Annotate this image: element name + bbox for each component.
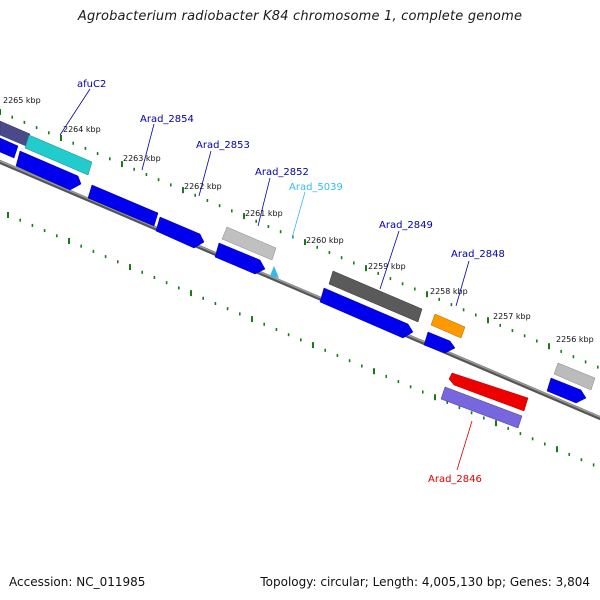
gene-label-Arad_2853[interactable]: Arad_2853	[196, 140, 250, 151]
gene-label-Arad_2849[interactable]: Arad_2849	[379, 220, 433, 231]
gene-labels: afuC2 Arad_2854 Arad_2853 Arad_2852 Arad…	[77, 79, 505, 485]
tick-label: 2263 kbp	[123, 154, 161, 163]
backbone	[0, 160, 600, 420]
cds-arrow-small[interactable]	[270, 266, 279, 278]
gene-Arad_2848[interactable]	[430, 313, 466, 339]
cds-arrow[interactable]	[214, 242, 266, 275]
cds-arrow[interactable]	[423, 331, 456, 354]
gene-Arad_2852[interactable]	[221, 226, 277, 261]
cds-arrow[interactable]	[0, 137, 19, 159]
map-title: Agrobacterium radiobacter K84 chromosome…	[77, 9, 523, 24]
tick-label: 2262 kbp	[184, 182, 222, 191]
tick-label: 2257 kbp	[493, 312, 531, 321]
tick-label: 2258 kbp	[430, 287, 468, 296]
cds-arrow[interactable]	[87, 184, 159, 227]
gene-Arad_2849[interactable]	[328, 270, 423, 323]
outer-tick-track	[0, 109, 599, 369]
tick-labels: 2265 kbp 2264 kbp 2263 kbp 2262 kbp 2261…	[3, 96, 594, 344]
gene-afuC2[interactable]	[24, 134, 93, 176]
cds-arrow[interactable]	[319, 287, 414, 339]
gene-label-Arad_2852[interactable]: Arad_2852	[255, 167, 309, 178]
cds-arrow[interactable]	[15, 150, 82, 191]
gene-label-Arad_5039[interactable]: Arad_5039	[289, 182, 343, 193]
tick-label: 2256 kbp	[556, 335, 594, 344]
inner-gene-track	[440, 372, 529, 429]
cds-arrow[interactable]	[155, 216, 205, 249]
gene-label-Arad_2846[interactable]: Arad_2846	[428, 474, 482, 485]
tick-label: 2264 kbp	[63, 125, 101, 134]
tick-label: 2259 kbp	[368, 262, 406, 271]
gene-label-Arad_2848[interactable]: Arad_2848	[451, 249, 505, 260]
gene-purple-inner[interactable]	[440, 386, 523, 429]
cds-arrow[interactable]	[546, 377, 587, 404]
tick-label: 2260 kbp	[306, 236, 344, 245]
label-leaders	[59, 88, 473, 471]
outer-gene-track	[0, 120, 596, 404]
gene-label-afuC2[interactable]: afuC2	[77, 79, 106, 90]
accession-text: Accession: NC_011985	[9, 575, 146, 589]
tick-label: 2261 kbp	[245, 209, 283, 218]
inner-tick-track	[7, 212, 595, 467]
genome-stats-text: Topology: circular; Length: 4,005,130 bp…	[260, 575, 590, 589]
gene-Arad_2846[interactable]	[448, 372, 529, 412]
gene-grey-right[interactable]	[553, 362, 596, 391]
tick-label: 2265 kbp	[3, 96, 41, 105]
gene-label-Arad_2854[interactable]: Arad_2854	[140, 114, 194, 125]
